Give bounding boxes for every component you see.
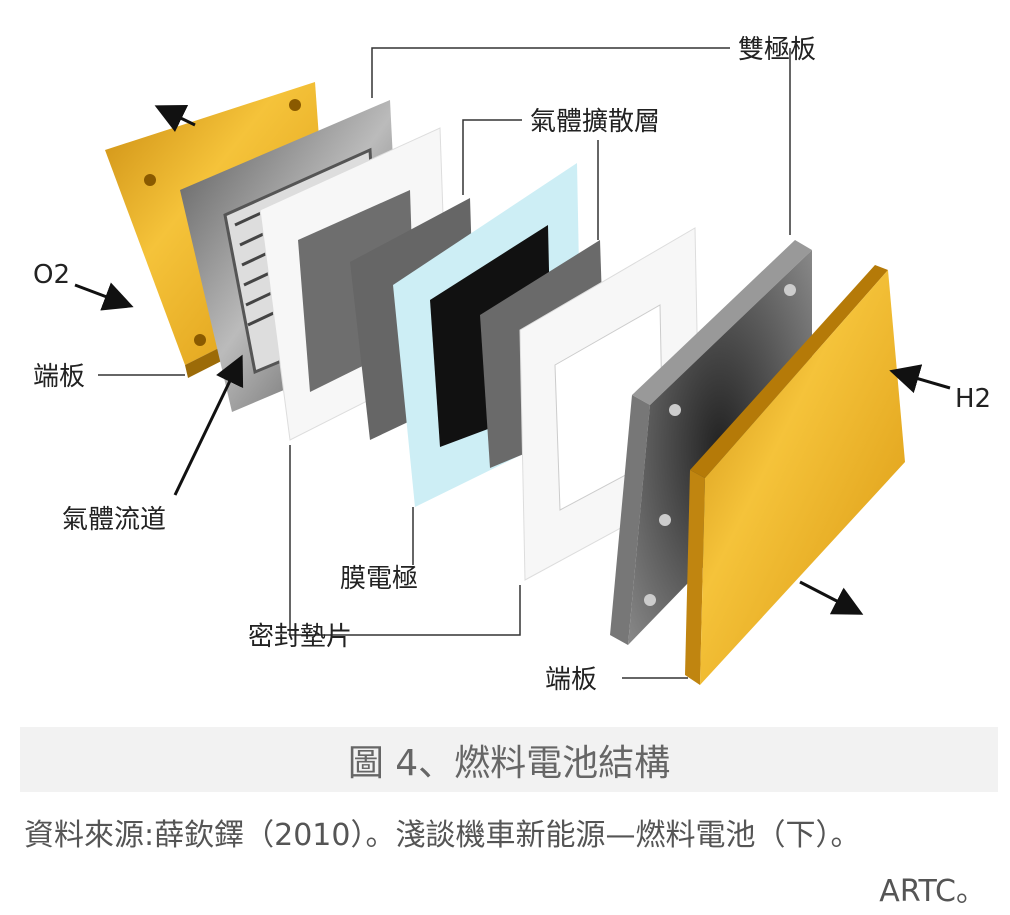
label-o2: O2 [33, 260, 70, 290]
leader-lines [98, 47, 791, 679]
label-gas-diffusion-layer: 氣體擴散層 [530, 107, 660, 137]
label-end-plate-left: 端板 [33, 362, 85, 392]
source-citation-cont: ARTC。 [879, 874, 986, 909]
fuel-cell-exploded-diagram: 雙極板 氣體擴散層 O2 端板 H2 氣體流道 膜電極 密封墊片 端板 [33, 35, 991, 695]
o2-inlet-arrow [74, 282, 134, 311]
label-mea: 膜電極 [340, 564, 418, 594]
gas-channel-pointer [173, 354, 244, 496]
figure-caption: 圖 4、燃料電池結構 [347, 742, 671, 784]
end-plate-right [685, 265, 905, 685]
label-gasket: 密封墊片 [248, 622, 352, 652]
h2-outlet-arrow [799, 580, 864, 615]
label-h2: H2 [955, 384, 991, 414]
label-bipolar-plate: 雙極板 [738, 35, 816, 65]
label-end-plate-right: 端板 [545, 665, 597, 695]
label-gas-channel: 氣體流道 [62, 505, 166, 535]
caption-bar: 圖 4、燃料電池結構 [20, 727, 998, 792]
h2-inlet-arrow [889, 364, 951, 394]
o2-outlet-arrow [154, 104, 196, 132]
source-citation: 資料來源:薛欽鐸（2010）。淺談機車新能源—燃料電池（下）。 [24, 818, 861, 853]
